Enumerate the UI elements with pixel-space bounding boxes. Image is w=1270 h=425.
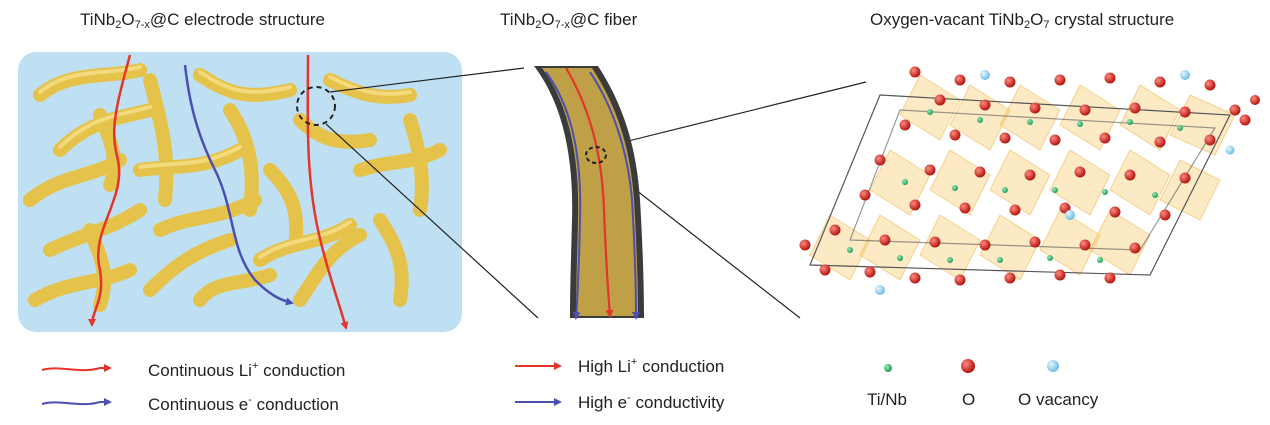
ti-nb-atoms [847,109,1183,263]
zoom-line-crystal-top [599,81,867,149]
legend-li-arrow-left [41,364,112,372]
fiber-electron-path-right [589,71,640,320]
zoom-region-marker [296,86,336,126]
electrode-structure-title: TiNb2O7-x@C electrode structure [80,10,325,31]
legend-vacancy-label: O vacancy [1018,390,1099,409]
zoom-line-bottom [325,123,539,319]
legend-high-e-text: High e- conductivity [578,392,725,412]
fiber-title: TiNb2O7-x@C fiber [500,10,638,31]
legend-e-arrow-left [41,398,112,406]
li-conduction-path-1 [88,54,132,327]
fiber-electron-path-left [545,71,582,320]
zoom-line-top [329,67,525,93]
legend-e-conduction-text: Continuous e- conduction [148,394,339,414]
oxygen-legend-symbol [961,359,975,373]
electrode-structure-panel [18,52,462,332]
legend-oxygen-label: O [962,390,976,409]
e-conduction-path [183,64,294,306]
fiber-core [542,68,638,316]
ti-nb-legend-symbol [884,364,892,372]
crystal-structure-title: Oxygen-vacant TiNb2O7 crystal structure [870,10,1175,31]
oxygen-vacancy-sites [875,70,1235,295]
octahedra-layer [809,74,1236,281]
nanofiber-rods [23,63,447,312]
fiber-zoom-marker [585,146,607,164]
fiber-panel [534,66,644,320]
fiber-li-path [565,67,614,318]
crystal-structure-panel [799,66,1260,295]
oxygen-atoms [799,66,1260,286]
vacancy-legend-symbol [1047,360,1059,372]
li-conduction-path-2 [306,54,349,330]
legend-li-conduction-text: Continuous Li+ conduction [148,360,346,380]
legend-ti-nb-label: Ti/Nb [867,390,907,409]
legend-high-li-text: High Li+ conduction [578,356,725,376]
